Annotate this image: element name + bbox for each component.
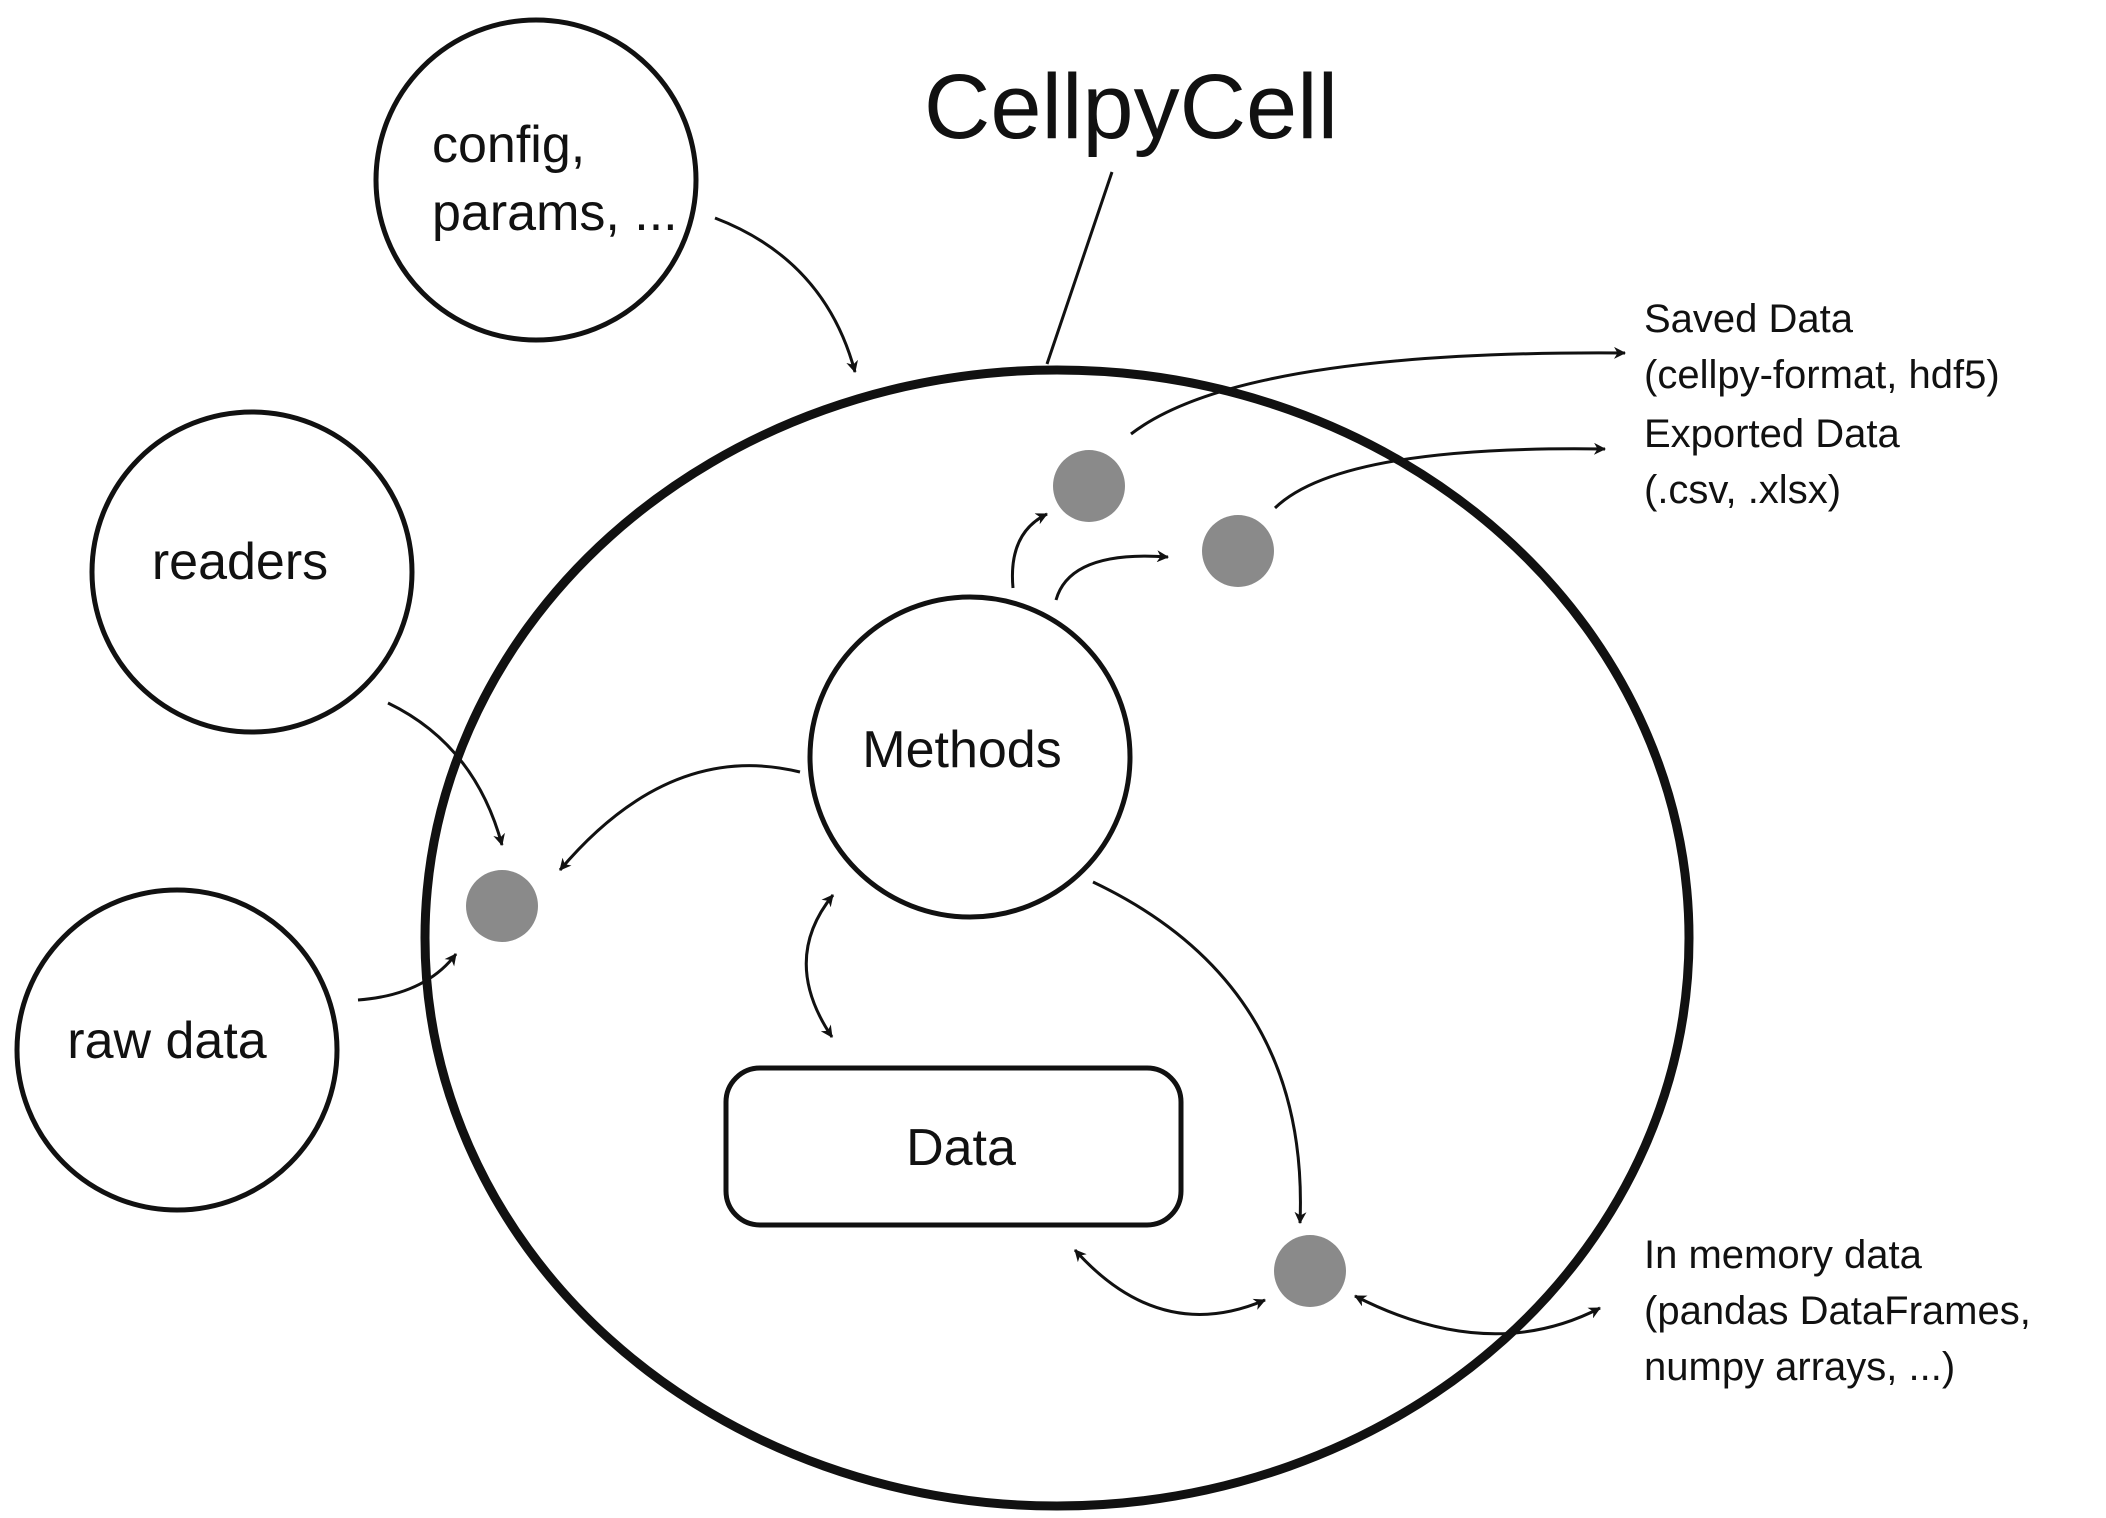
config-label-line-1: config, xyxy=(432,116,585,174)
config-label-line-2: params, ... xyxy=(432,184,678,242)
arrow-save-port-to-saved-data xyxy=(1130,346,1626,436)
memory-data-detail-1: (pandas DataFrames, xyxy=(1644,1289,2031,1333)
config-params-circle xyxy=(373,17,699,343)
data-label: Data xyxy=(906,1119,1016,1177)
arrow-raw-data-to-port xyxy=(357,953,458,1002)
raw-data-circle xyxy=(14,887,340,1213)
saved-data-title: Saved Data xyxy=(1644,297,1854,341)
memory-data-label: In memory data (pandas DataFrames, numpy… xyxy=(1644,1233,2042,1389)
arrow-memory-port-outside-bidirectional xyxy=(1354,1294,1601,1336)
save-port-dot xyxy=(1053,450,1125,522)
raw-data-label: raw data xyxy=(67,1012,267,1070)
memory-data-title: In memory data xyxy=(1644,1233,1923,1277)
memory-port-dot xyxy=(1274,1235,1346,1307)
export-port-dot xyxy=(1202,515,1274,587)
config-label: config, params, ... xyxy=(432,116,678,242)
arrow-data-memory-bidirectional xyxy=(1073,1248,1266,1316)
input-port-dot xyxy=(466,870,538,942)
arrow-readers-to-port xyxy=(387,701,505,846)
exported-data-title: Exported Data xyxy=(1644,412,1900,456)
arrow-methods-to-save-port xyxy=(1010,512,1048,589)
arrow-methods-to-export-port xyxy=(1054,550,1169,601)
data-box xyxy=(723,1065,1184,1228)
arrow-methods-data-bidirectional xyxy=(804,894,835,1038)
cellpy-cell-boundary xyxy=(420,365,1694,1511)
arrow-export-port-to-exported-data xyxy=(1273,442,1606,510)
exported-data-label: Exported Data (.csv, .xlsx) xyxy=(1644,412,1911,512)
memory-data-detail-2: numpy arrays, ...) xyxy=(1644,1345,1955,1389)
exported-data-format: (.csv, .xlsx) xyxy=(1644,468,1841,512)
diagram-title: CellpyCell xyxy=(924,56,1338,158)
arrow-methods-to-memory-port xyxy=(1092,880,1307,1224)
arrow-config-to-cell xyxy=(714,216,858,373)
methods-label: Methods xyxy=(862,721,1061,779)
methods-circle xyxy=(807,594,1133,920)
title-pointer-line xyxy=(1045,171,1114,365)
arrow-methods-to-port xyxy=(558,764,801,871)
readers-label: readers xyxy=(152,533,328,591)
saved-data-label: Saved Data (cellpy-format, hdf5) xyxy=(1644,297,2000,397)
saved-data-format: (cellpy-format, hdf5) xyxy=(1644,353,2000,397)
readers-circle xyxy=(89,409,415,735)
